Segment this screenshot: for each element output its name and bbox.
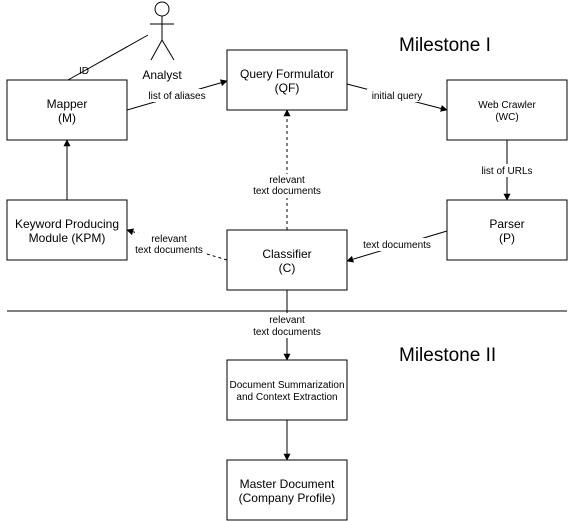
node-web-crawler[interactable]: Web Crawler (WC) (446, 79, 568, 141)
analyst-actor: Analyst (142, 1, 182, 82)
node-parser-line1: Parser (489, 217, 524, 231)
edge-label-c-kpm-line2: text documents (135, 245, 203, 256)
node-master-line2: (Company Profile) (239, 491, 336, 505)
edge-label-c-kpm-bg (134, 233, 206, 257)
edge-label-urls: list of URLs (481, 166, 532, 177)
node-qf-line2: (QF) (275, 81, 300, 95)
node-wc-line1: Web Crawler (478, 100, 536, 111)
edge-label-c-dsce-line2: text documents (253, 327, 321, 338)
edge-label-text-documents-bg (359, 238, 435, 251)
node-kpm-line1: Keyword Producing (15, 217, 119, 231)
milestone-two-label: Milestone II (399, 345, 496, 366)
node-qf-line1: Query Formulator (240, 67, 334, 81)
node-classifier-line1: Classifier (262, 247, 311, 261)
node-mapper[interactable]: Mapper (M) (6, 79, 128, 141)
node-master-line1: Master Document (240, 477, 335, 491)
edge-label-aliases: list of aliases (148, 91, 205, 102)
node-parser-line2: (P) (499, 231, 515, 245)
node-master-document[interactable]: Master Document (Company Profile) (226, 459, 348, 521)
edge-label-c-qf-line1: relevant (269, 175, 305, 186)
edge-label-initial-query-bg (367, 89, 427, 102)
edge-label-urls-bg (477, 164, 537, 177)
edge-label-initial-query: initial query (372, 91, 423, 102)
edge-label-c-dsce-bg (249, 313, 325, 338)
node-kpm[interactable]: Keyword Producing Module (KPM) (6, 199, 128, 261)
node-document-summarization[interactable]: Document Summarization and Context Extra… (226, 359, 348, 421)
node-classifier[interactable]: Classifier (C) (226, 229, 348, 291)
node-classifier-line2: (C) (279, 261, 296, 275)
node-mapper-line1: Mapper (47, 97, 88, 111)
node-parser[interactable]: Parser (P) (446, 199, 568, 261)
stick-figure-icon (150, 1, 175, 61)
node-query-formulator[interactable]: Query Formulator (QF) (226, 49, 348, 111)
node-mapper-line2: (M) (58, 111, 76, 125)
node-kpm-line2: Module (KPM) (29, 231, 106, 245)
edge-label-c-qf-line2: text documents (253, 186, 321, 197)
edge-label-text-documents: text documents (363, 240, 431, 251)
edge-label-c-qf-bg (251, 174, 323, 198)
edge-label-id: ID (79, 66, 89, 77)
edge-label-c-dsce-line1: relevant (269, 315, 305, 326)
edge-label-c-kpm-line1: relevant (151, 234, 187, 245)
milestone-one-label: Milestone I (399, 35, 491, 56)
node-dsce-line2: and Context Extraction (236, 392, 337, 403)
node-wc-line2: (WC) (495, 112, 518, 123)
edge-analyst-mapper (67, 34, 149, 81)
edge-label-aliases-bg (143, 89, 211, 102)
node-dsce-line1: Document Summarization (229, 380, 344, 391)
analyst-label: Analyst (142, 68, 182, 82)
